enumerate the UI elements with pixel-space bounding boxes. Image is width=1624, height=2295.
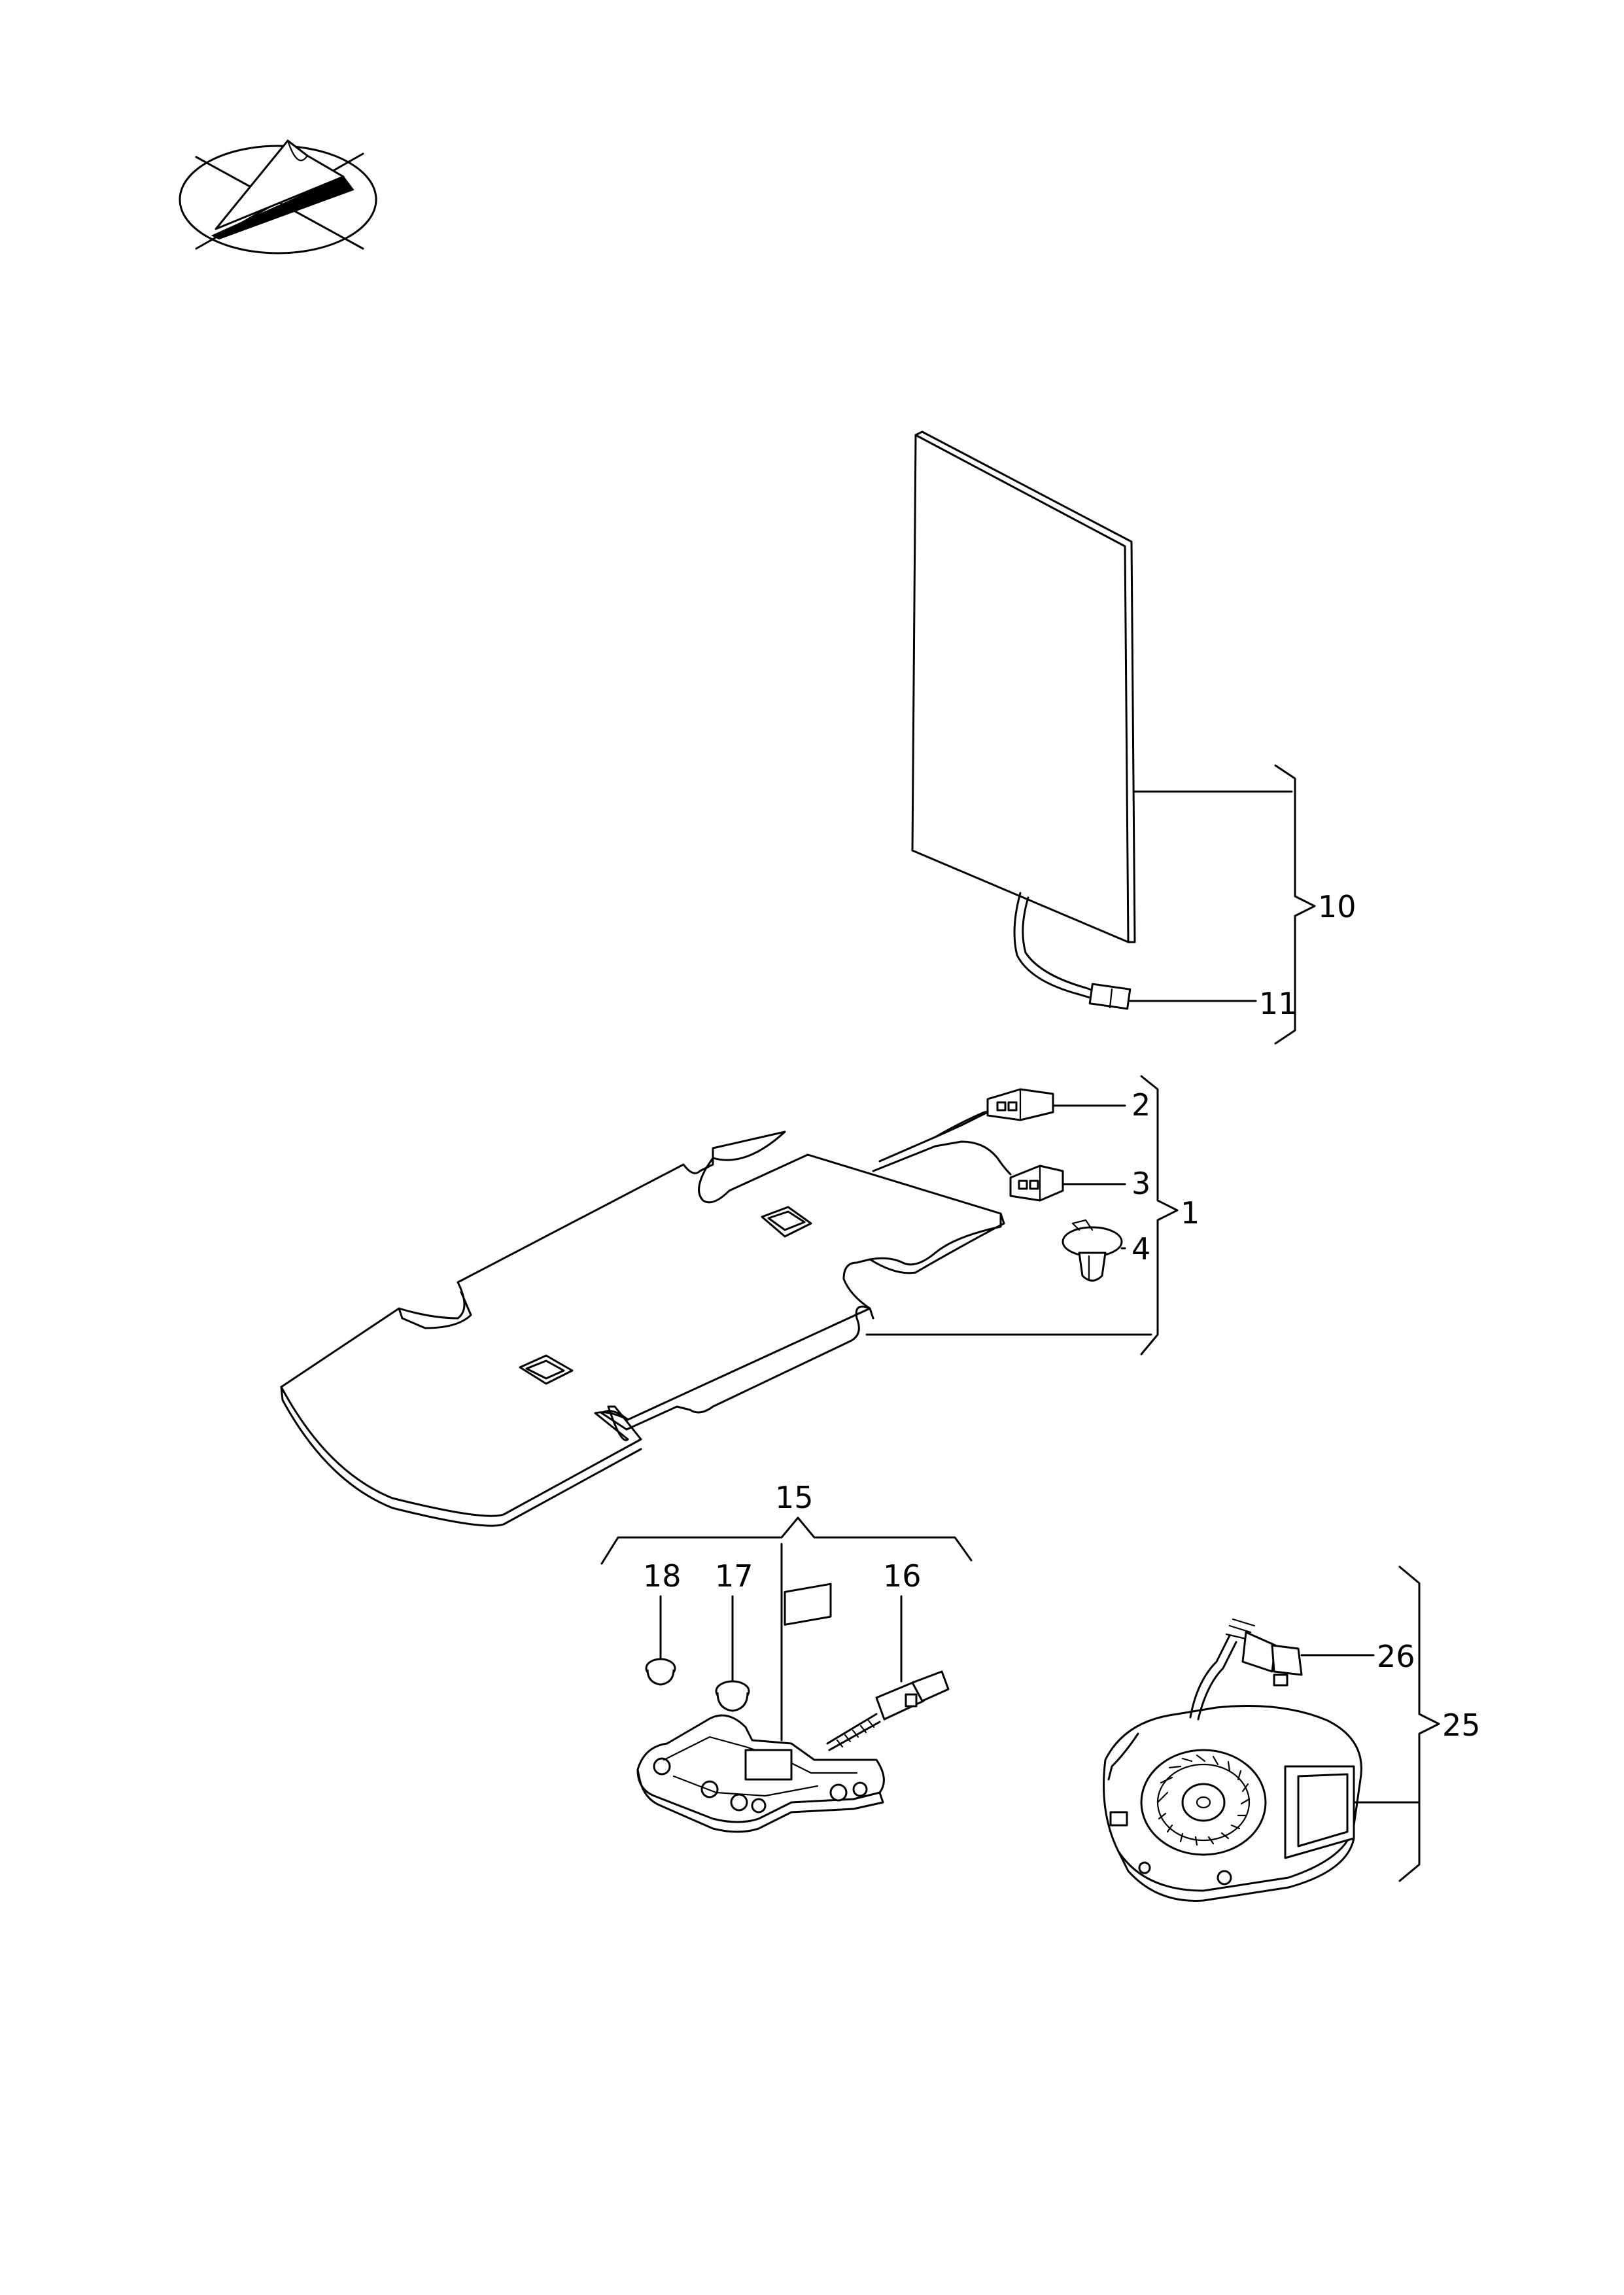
plug-17 <box>715 1680 750 1712</box>
plug-18 <box>645 1658 676 1686</box>
leader-15 <box>600 1516 973 1742</box>
callout-26: 26 <box>1377 1639 1415 1674</box>
logo-icon <box>179 139 377 254</box>
heating-mat-seat <box>280 1108 1012 1527</box>
callout-4: 4 <box>1132 1231 1150 1267</box>
control-unit-board <box>636 1583 885 1833</box>
callout-18: 18 <box>643 1558 682 1594</box>
callout-2: 2 <box>1132 1087 1150 1123</box>
leader-10-11 <box>1129 764 1316 1045</box>
blower-fan <box>1103 1618 1362 1902</box>
callout-1: 1 <box>1181 1195 1200 1231</box>
leader-25-26 <box>1300 1566 1440 1882</box>
connector-3 <box>1009 1165 1064 1202</box>
callout-15: 15 <box>775 1480 814 1515</box>
leader-1-4 <box>865 1075 1179 1356</box>
connector-2 <box>986 1088 1054 1121</box>
heating-pad-backrest <box>911 430 1136 1010</box>
callout-10: 10 <box>1318 889 1356 924</box>
callout-3: 3 <box>1132 1166 1150 1201</box>
callout-11: 11 <box>1259 986 1298 1021</box>
callout-17: 17 <box>715 1558 753 1594</box>
callout-25: 25 <box>1442 1708 1481 1743</box>
callout-16: 16 <box>883 1558 922 1594</box>
connector-26 <box>1241 1631 1303 1687</box>
cable-connector-16 <box>826 1670 950 1751</box>
clip-4 <box>1062 1219 1123 1282</box>
